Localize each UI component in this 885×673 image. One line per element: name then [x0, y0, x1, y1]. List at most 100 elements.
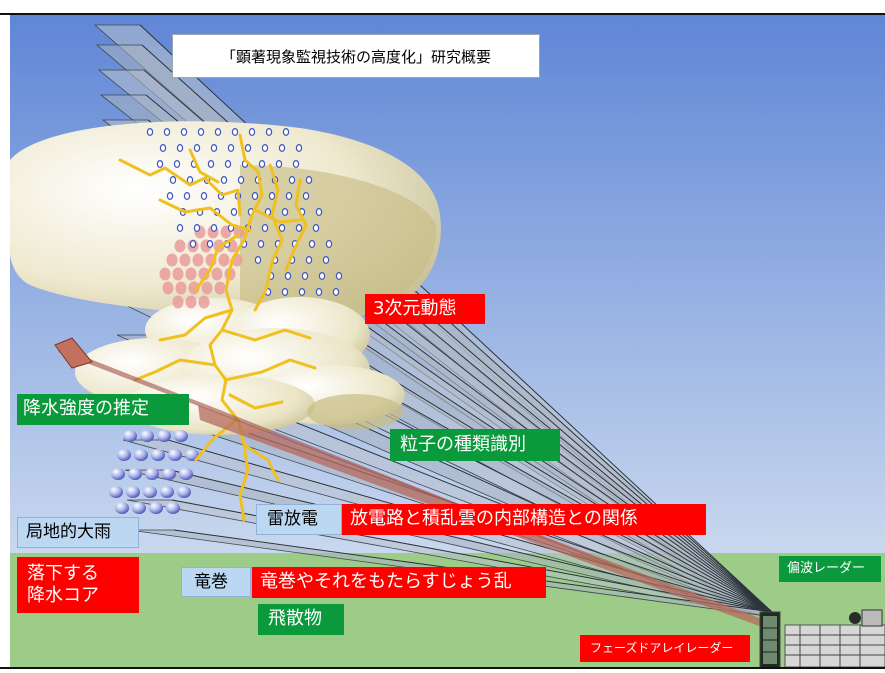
ice-crystal	[281, 288, 289, 297]
radar-beam-segment	[54, 337, 93, 369]
hail-particle	[218, 253, 230, 267]
ice-crystal	[305, 176, 313, 185]
ice-crystal	[261, 224, 269, 233]
hail-particle	[179, 253, 191, 267]
hail-particle	[201, 281, 213, 295]
label-precip-intensity: 降水強度の推定	[17, 394, 189, 425]
raindrop	[166, 502, 180, 514]
hail-particle	[185, 295, 197, 309]
ice-crystal	[210, 144, 218, 153]
ice-crystal	[301, 272, 309, 281]
hail-particle	[185, 267, 197, 281]
ice-crystal	[315, 208, 323, 217]
ice-crystal	[200, 192, 208, 201]
ice-crystal	[176, 144, 184, 153]
raindrop	[162, 468, 176, 480]
ice-crystal	[275, 160, 283, 169]
ice-crystal	[295, 224, 303, 233]
label-debris: 飛散物	[258, 604, 344, 635]
ice-crystal	[268, 192, 276, 201]
ice-crystal	[159, 144, 167, 153]
label-tornado-disturbance: 竜巻やそれをもたらすじょう乱	[252, 567, 546, 598]
ice-crystal	[258, 160, 266, 169]
ice-crystal	[292, 160, 300, 169]
hail-particle	[214, 281, 226, 295]
hail-particle	[174, 239, 186, 253]
ice-crystal	[251, 192, 259, 201]
ice-crystal-particles	[146, 128, 343, 297]
hail-particle	[159, 267, 171, 281]
raindrop	[109, 486, 123, 498]
bottom-rule	[0, 667, 885, 669]
ice-crystal	[210, 224, 218, 233]
ice-crystal	[146, 128, 154, 137]
ice-crystal	[278, 144, 286, 153]
ice-crystal	[244, 144, 252, 153]
raindrop	[177, 486, 191, 498]
label-tornado: 竜巻	[181, 567, 251, 597]
ice-crystal	[220, 176, 228, 185]
raindrop	[149, 502, 163, 514]
hail-particle	[198, 295, 210, 309]
hail-particle	[172, 267, 184, 281]
ice-crystal	[315, 288, 323, 297]
raindrop	[128, 468, 142, 480]
label-phased-array-radar: フェーズドアレイレーダー	[580, 635, 750, 662]
ice-crystal	[166, 192, 174, 201]
ice-crystal	[257, 240, 265, 249]
ice-crystal	[288, 176, 296, 185]
ice-crystal	[265, 128, 273, 137]
ice-crystal	[237, 176, 245, 185]
ice-crystal	[335, 272, 343, 281]
ice-crystal	[207, 160, 215, 169]
raindrop	[132, 502, 146, 514]
raindrop	[117, 449, 131, 461]
ice-crystal	[248, 128, 256, 137]
label-lightning: 雷放電	[256, 504, 342, 535]
ice-crystal	[180, 128, 188, 137]
ice-crystal	[298, 288, 306, 297]
hail-particle	[192, 253, 204, 267]
raindrop	[179, 468, 193, 480]
diagram-title-text: 「顕著現象監視技術の高度化」研究概要	[220, 47, 491, 66]
lightning-channels	[118, 133, 317, 522]
raindrop	[126, 486, 140, 498]
hail-particle	[211, 267, 223, 281]
ice-crystal	[189, 240, 197, 249]
hail-particle	[175, 281, 187, 295]
cloud-tower	[75, 297, 405, 435]
ice-crystal	[163, 128, 171, 137]
label-discharge-structure: 放電路と積乱雲の内部構造との関係	[342, 504, 706, 535]
ice-crystal	[318, 272, 326, 281]
ice-crystal	[227, 144, 235, 153]
ice-crystal	[282, 128, 290, 137]
ice-crystal	[197, 128, 205, 137]
raindrop	[168, 449, 182, 461]
label-particle-classification: 粒子の種類識別	[390, 429, 560, 461]
ice-crystal	[224, 160, 232, 169]
ice-crystal	[176, 224, 184, 233]
raindrop	[123, 430, 137, 442]
raindrop	[151, 449, 165, 461]
label-polarimetric-radar: 偏波レーダー	[779, 556, 881, 582]
raindrop	[140, 430, 154, 442]
ice-crystal	[332, 288, 340, 297]
ice-crystal	[254, 256, 262, 265]
ice-crystal	[281, 208, 289, 217]
ice-crystal	[183, 192, 191, 201]
ice-crystal	[261, 144, 269, 153]
raindrop	[157, 430, 171, 442]
raindrop	[160, 486, 174, 498]
raindrop	[174, 430, 188, 442]
hail-particle	[162, 281, 174, 295]
raindrop	[134, 449, 148, 461]
ice-crystal	[169, 176, 177, 185]
raindrop	[145, 468, 159, 480]
raindrop	[115, 502, 129, 514]
ice-crystal	[295, 144, 303, 153]
ice-crystal	[173, 160, 181, 169]
ice-crystal	[231, 128, 239, 137]
ice-crystal	[285, 192, 293, 201]
ice-crystal	[278, 224, 286, 233]
